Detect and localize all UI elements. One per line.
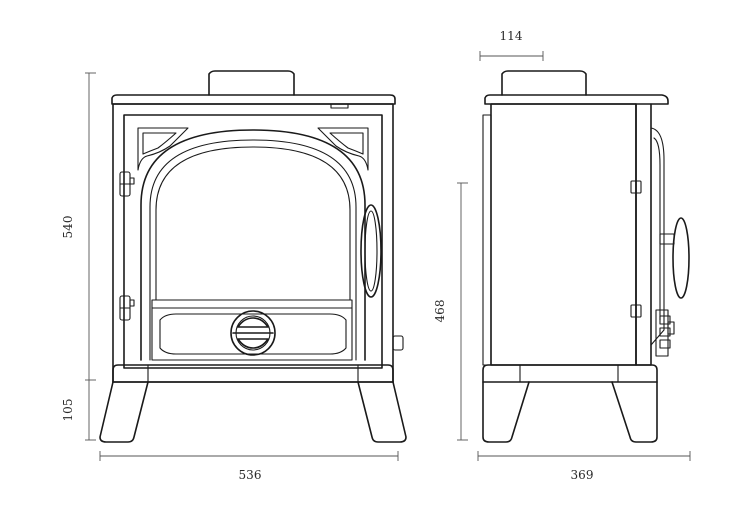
dim-side-height: 468 [433,300,447,323]
dim-front-width: 536 [239,468,262,482]
front-window-glass [155,146,351,301]
front-right-ornament [317,127,369,171]
side-body [490,103,637,366]
side-door-handle [659,217,690,299]
front-fuel-retainer-bar [151,299,353,309]
front-left-leg [99,381,149,443]
front-window-arch-inner [149,139,357,361]
side-air-control [655,309,675,357]
front-flue-collar [208,70,295,96]
dim-front-height-body: 540 [61,216,75,239]
side-lower-hinge [630,304,642,318]
dim-front-height-legs: 105 [61,399,75,422]
front-upper-hinge [119,171,135,197]
front-left-ornament [137,127,189,171]
dim-side-depth: 369 [571,468,594,482]
side-rear-leg [482,381,530,443]
front-door [123,114,383,369]
side-door-curve [650,127,665,346]
front-base [112,364,394,383]
front-dimensions: 540 105 536 [61,72,399,482]
front-air-control [230,310,276,356]
front-lower-panel [151,307,353,361]
dim-flue-offset: 114 [500,29,523,43]
front-right-leg [357,381,407,443]
side-flue-collar [501,70,587,96]
side-base [482,364,658,383]
front-lower-recess [159,313,347,355]
side-top-plate [484,94,669,105]
front-right-ornament-inner [329,132,364,155]
front-riddler-stub [392,335,404,351]
front-top-plate [111,94,396,105]
front-view [99,70,407,443]
side-front-leg [611,381,658,443]
front-body [112,103,394,383]
side-view [482,70,690,443]
front-door-handle [360,204,382,298]
front-left-ornament-inner [142,132,177,155]
side-rear-shield [482,114,492,366]
side-dimensions: 114 468 369 [433,29,691,482]
side-upper-hinge [630,180,642,194]
side-door-profile [635,103,652,366]
front-lower-hinge [119,295,135,321]
front-window-arch-outer [140,129,366,361]
